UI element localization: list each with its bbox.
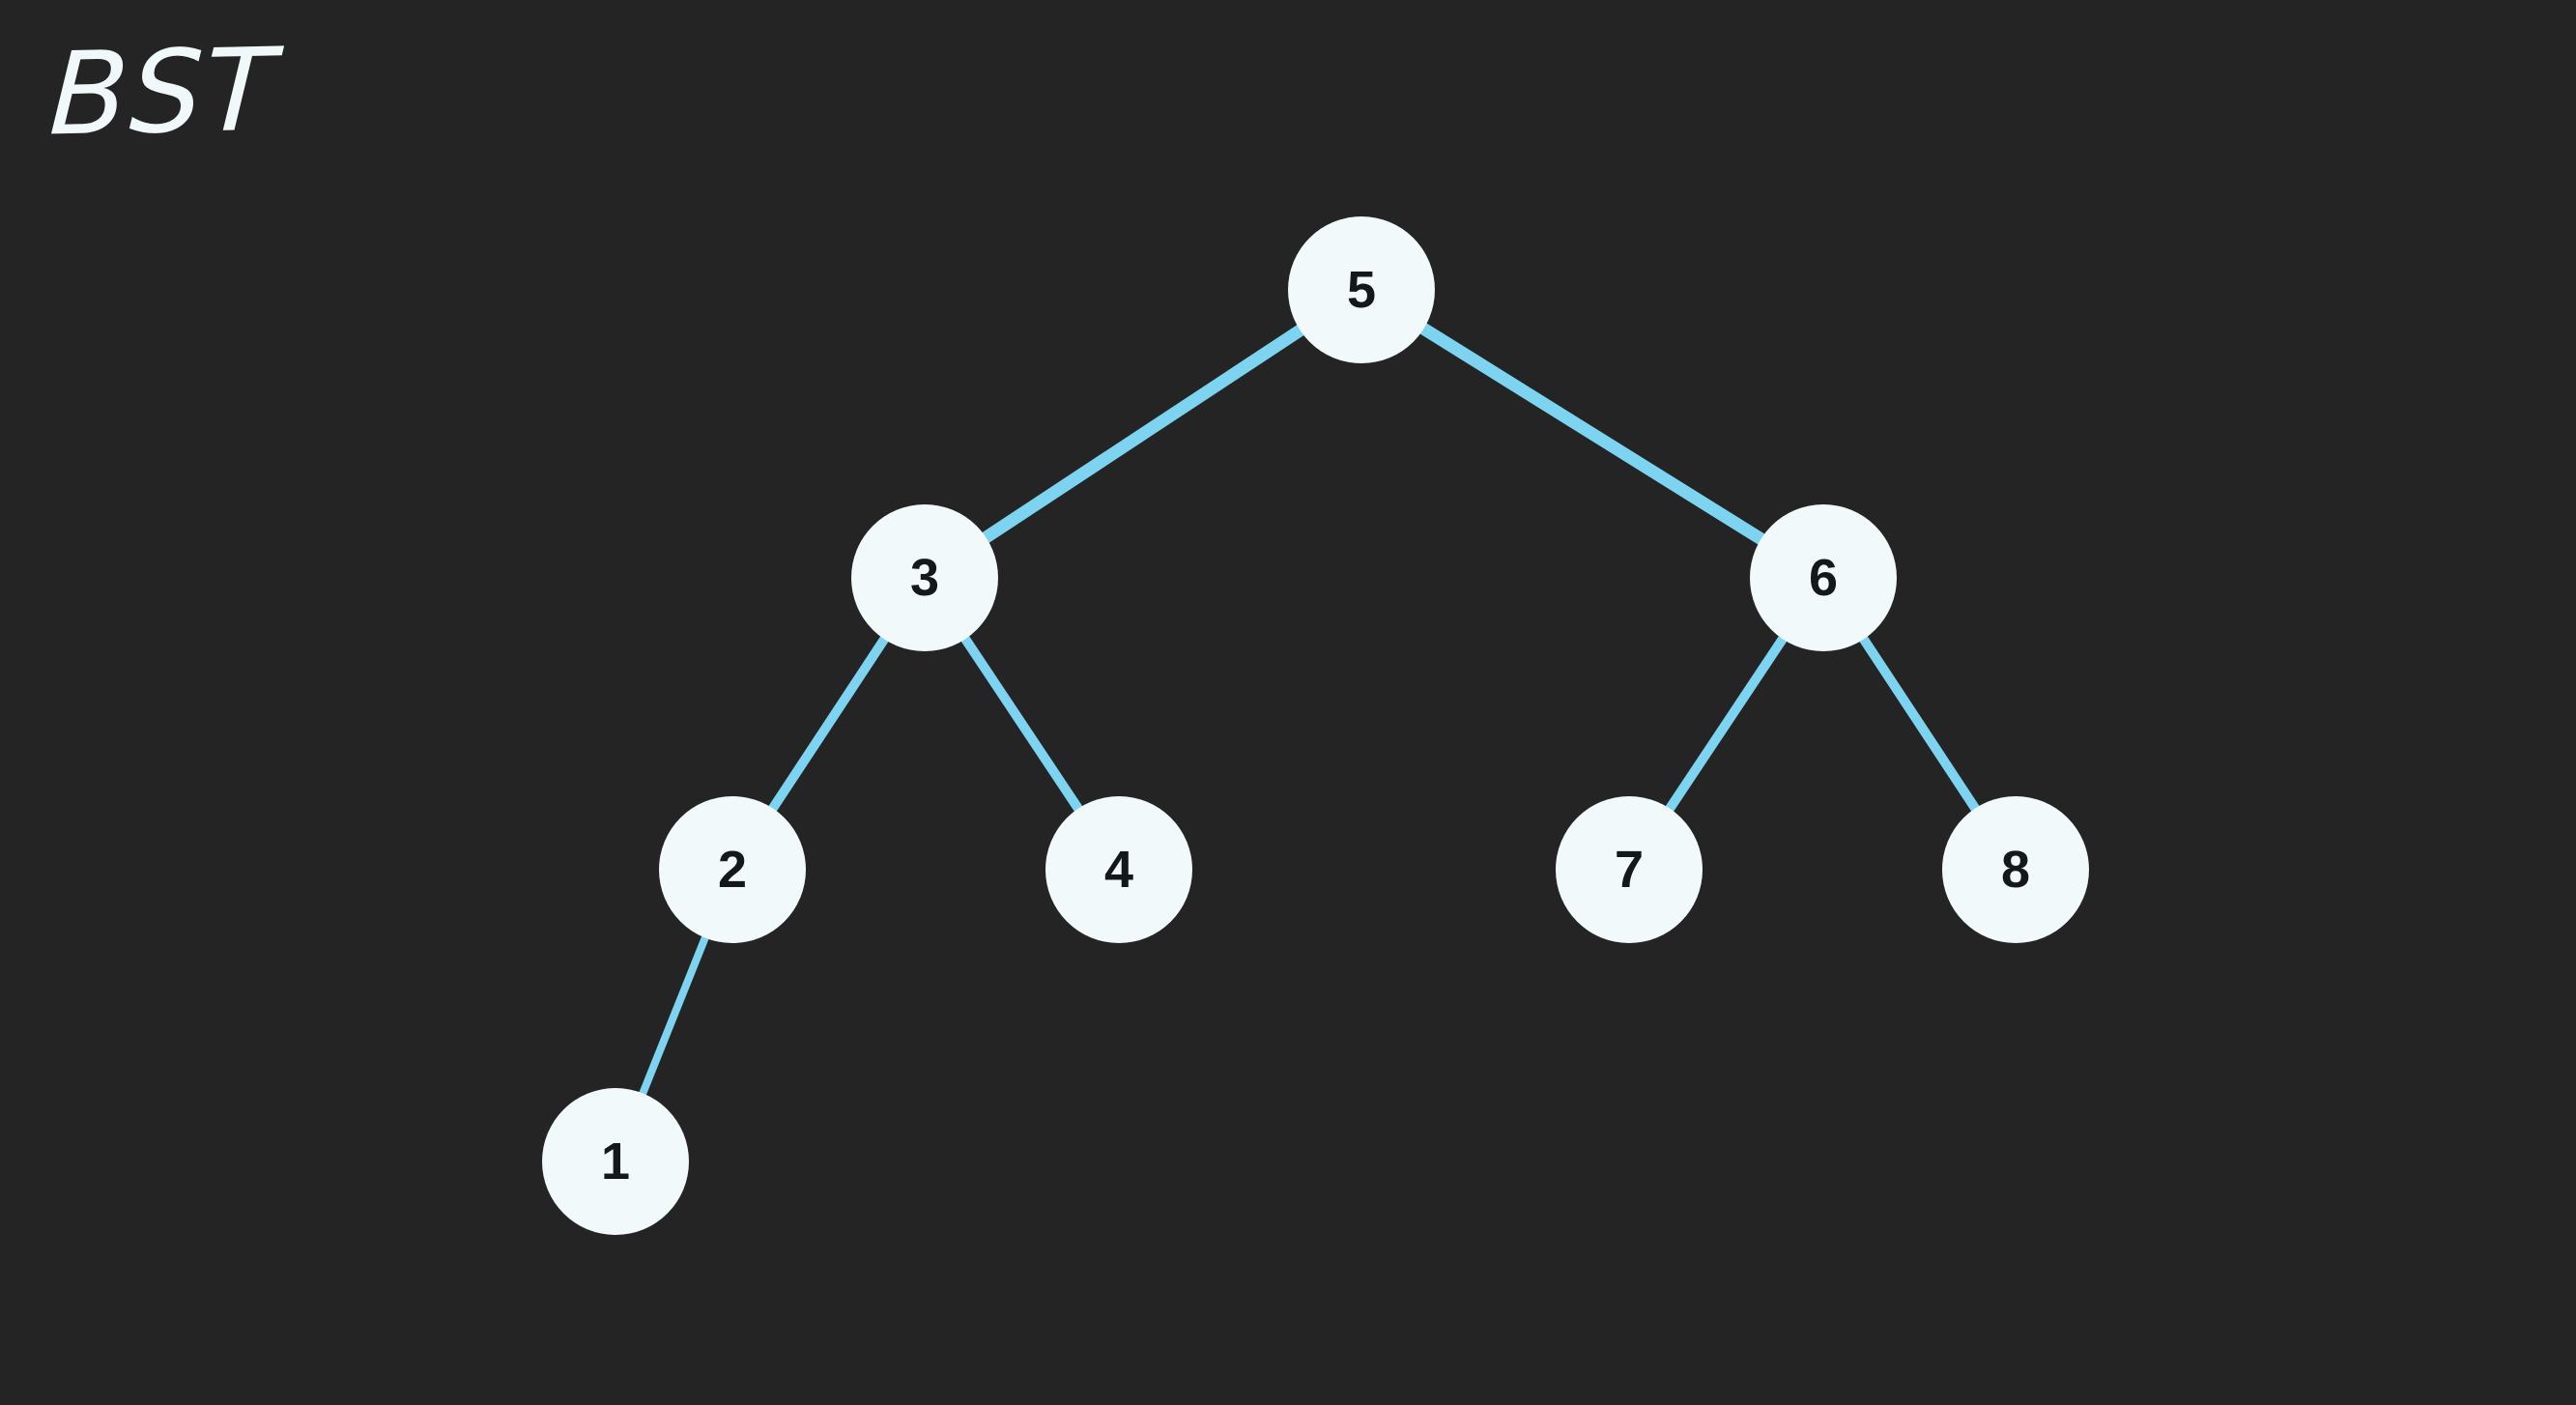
tree-node-8[interactable]: 8 <box>1942 796 2089 943</box>
tree-node-6[interactable]: 6 <box>1750 504 1897 651</box>
tree-node-label: 7 <box>1614 841 1645 899</box>
tree-node-3[interactable]: 3 <box>851 504 998 651</box>
tree-edge-6-7 <box>1662 630 1790 817</box>
tree-node-1[interactable]: 1 <box>542 1088 689 1235</box>
tree-node-7[interactable]: 7 <box>1556 796 1703 943</box>
tree-edge-5-3 <box>976 322 1310 546</box>
tree-node-label: 6 <box>1808 549 1839 607</box>
tree-node-2[interactable]: 2 <box>659 796 806 943</box>
tree-edge-6-8 <box>1856 631 1983 817</box>
tree-node-label: 3 <box>909 549 940 607</box>
tree-edge-2-1 <box>637 930 711 1102</box>
tree-edge-3-4 <box>958 630 1086 817</box>
tree-node-4[interactable]: 4 <box>1045 796 1192 943</box>
tree-node-label: 2 <box>717 841 748 899</box>
tree-node-label: 8 <box>2000 841 2031 899</box>
tree-node-label: 1 <box>600 1133 631 1190</box>
tree-node-5[interactable]: 5 <box>1288 216 1435 363</box>
tree-edge-3-2 <box>765 631 892 817</box>
tree-node-label: 4 <box>1103 841 1134 899</box>
tree-edge-5-6 <box>1414 320 1771 548</box>
tree-node-label: 5 <box>1346 261 1377 319</box>
